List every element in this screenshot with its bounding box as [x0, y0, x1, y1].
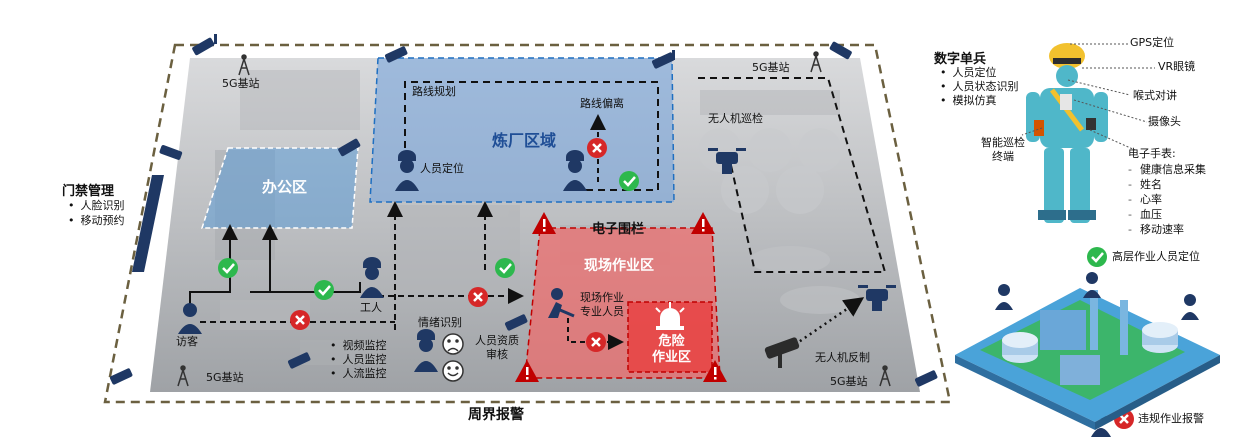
watch-label: 电子手表:: [1128, 147, 1176, 160]
5g-tower-icon: [177, 365, 189, 387]
callout-lines: [1021, 43, 1155, 151]
qualification-person-icon: [414, 329, 438, 372]
drone-icon: [708, 148, 746, 174]
digital-soldier-figure: [1026, 43, 1108, 223]
5g-station-label: 5G基站: [222, 77, 260, 90]
5g-station-label: 5G基站: [206, 371, 244, 384]
anti-drone-path: [789, 297, 865, 350]
e-fence-title: 电子围栏: [592, 222, 645, 237]
route-deviation-label: 路线偏离: [580, 97, 624, 110]
check-icon: [619, 171, 639, 191]
cctv-camera-icon: [159, 145, 183, 160]
worker-icon: [360, 257, 384, 298]
drone-patrol-label: 无人机巡检: [708, 112, 763, 125]
watch-list: 健康信息采集 姓名 心率 血压 移动速率: [1128, 162, 1206, 237]
watch-item: 移动速率: [1128, 222, 1206, 237]
cross-icon: [586, 332, 606, 352]
drone-patrol-path: [698, 77, 887, 273]
work-staff-icon: [548, 288, 575, 318]
drone-icon: [858, 285, 896, 311]
watch-item: 血压: [1128, 207, 1206, 222]
anti-drone-device-icon: [764, 337, 800, 368]
monitoring-list: 视频监控 人员监控 人流监控: [330, 339, 387, 381]
visitor-icon: [178, 303, 202, 334]
visitor-label: 访客: [176, 335, 198, 348]
cctv-camera-icon: [109, 368, 133, 385]
5g-tower-icon: [879, 365, 891, 387]
soldier-item: 人员定位: [940, 66, 1019, 80]
route-planning-path: [404, 81, 659, 191]
person-location-icon: [563, 150, 587, 191]
access-item: 人脸识别: [68, 198, 125, 213]
monitoring-item: 视频监控: [330, 339, 387, 353]
violation-label: 违规作业报警: [1138, 412, 1204, 425]
vr-label: VR眼镜: [1158, 60, 1196, 73]
warning-icon: [515, 360, 539, 382]
refinery-zone-area: [369, 57, 675, 203]
monitoring-item: 人员监控: [330, 353, 387, 367]
office-zone-title: 办公区: [262, 178, 308, 196]
qualification-label: 人员资质 审核: [475, 334, 519, 361]
anti-drone-label: 无人机反制: [815, 351, 870, 364]
cctv-camera-icon: [651, 50, 675, 69]
perimeter-boundary: [103, 43, 952, 404]
worker-flow-path: [250, 282, 361, 293]
access-gate: [132, 175, 164, 272]
check-icon: [1087, 247, 1107, 267]
person-location-label: 人员定位: [420, 162, 464, 175]
5g-tower-icon: [810, 51, 822, 73]
soldier-item: 人员状态识别: [940, 80, 1019, 94]
5g-station-label: 5G基站: [752, 61, 790, 74]
warning-icon: [691, 212, 715, 234]
warning-icon: [703, 360, 727, 382]
digital-soldier-list: 人员定位 人员状态识别 模拟仿真: [940, 66, 1019, 108]
smart-terminal-label: 智能巡检 终端: [981, 136, 1025, 163]
check-icon: [495, 258, 515, 278]
access-control-list: 人脸识别 移动预约: [68, 198, 125, 228]
digital-soldier-title: 数字单兵: [934, 52, 987, 67]
work-staff-label: 现场作业 专业人员: [580, 291, 624, 318]
emotion-label: 情绪识别: [418, 316, 462, 329]
perimeter-alarm-title: 周界报警: [468, 407, 524, 423]
cctv-camera-icon: [504, 314, 528, 331]
camera-label: 摄像头: [1148, 115, 1181, 128]
access-item: 移动预约: [68, 213, 125, 228]
work-zone-title: 现场作业区: [584, 258, 654, 274]
soldier-item: 模拟仿真: [940, 94, 1019, 108]
throat-mic-label: 喉式对讲: [1133, 89, 1177, 102]
warning-icon: [532, 212, 556, 234]
worker-label: 工人: [360, 301, 382, 314]
check-icon: [314, 280, 334, 300]
monitoring-item: 人流监控: [330, 367, 387, 381]
cctv-camera-icon: [829, 41, 852, 60]
cross-icon: [468, 287, 488, 307]
cctv-camera-icon: [384, 46, 408, 63]
5g-tower-icon: [238, 54, 250, 76]
alarm-light-icon: [655, 302, 685, 330]
cross-icon: [587, 138, 607, 158]
route-planning-label: 路线规划: [412, 85, 456, 98]
person-location-icon: [395, 150, 419, 191]
refinery-zone-title: 炼厂区域: [492, 131, 557, 150]
danger-zone-title: 危险 作业区: [652, 334, 692, 365]
high-work-label: 高层作业人员定位: [1112, 250, 1200, 263]
sad-face-icon: [442, 333, 464, 355]
plant-illustration: [955, 272, 1220, 430]
watch-item: 姓名: [1128, 177, 1206, 192]
cctv-camera-icon: [192, 34, 217, 56]
office-zone-area: [200, 147, 359, 229]
gps-label: GPS定位: [1130, 36, 1175, 49]
cctv-camera-icon: [914, 370, 938, 387]
watch-item: 心率: [1128, 192, 1206, 207]
cctv-camera-icon: [338, 138, 361, 157]
5g-station-label: 5G基站: [830, 375, 868, 388]
cctv-camera-icon: [287, 352, 311, 369]
watch-item: 健康信息采集: [1128, 162, 1206, 177]
access-control-title: 门禁管理: [62, 184, 115, 199]
happy-face-icon: [442, 360, 464, 382]
check-icon: [218, 258, 238, 278]
cross-icon: [290, 310, 310, 330]
